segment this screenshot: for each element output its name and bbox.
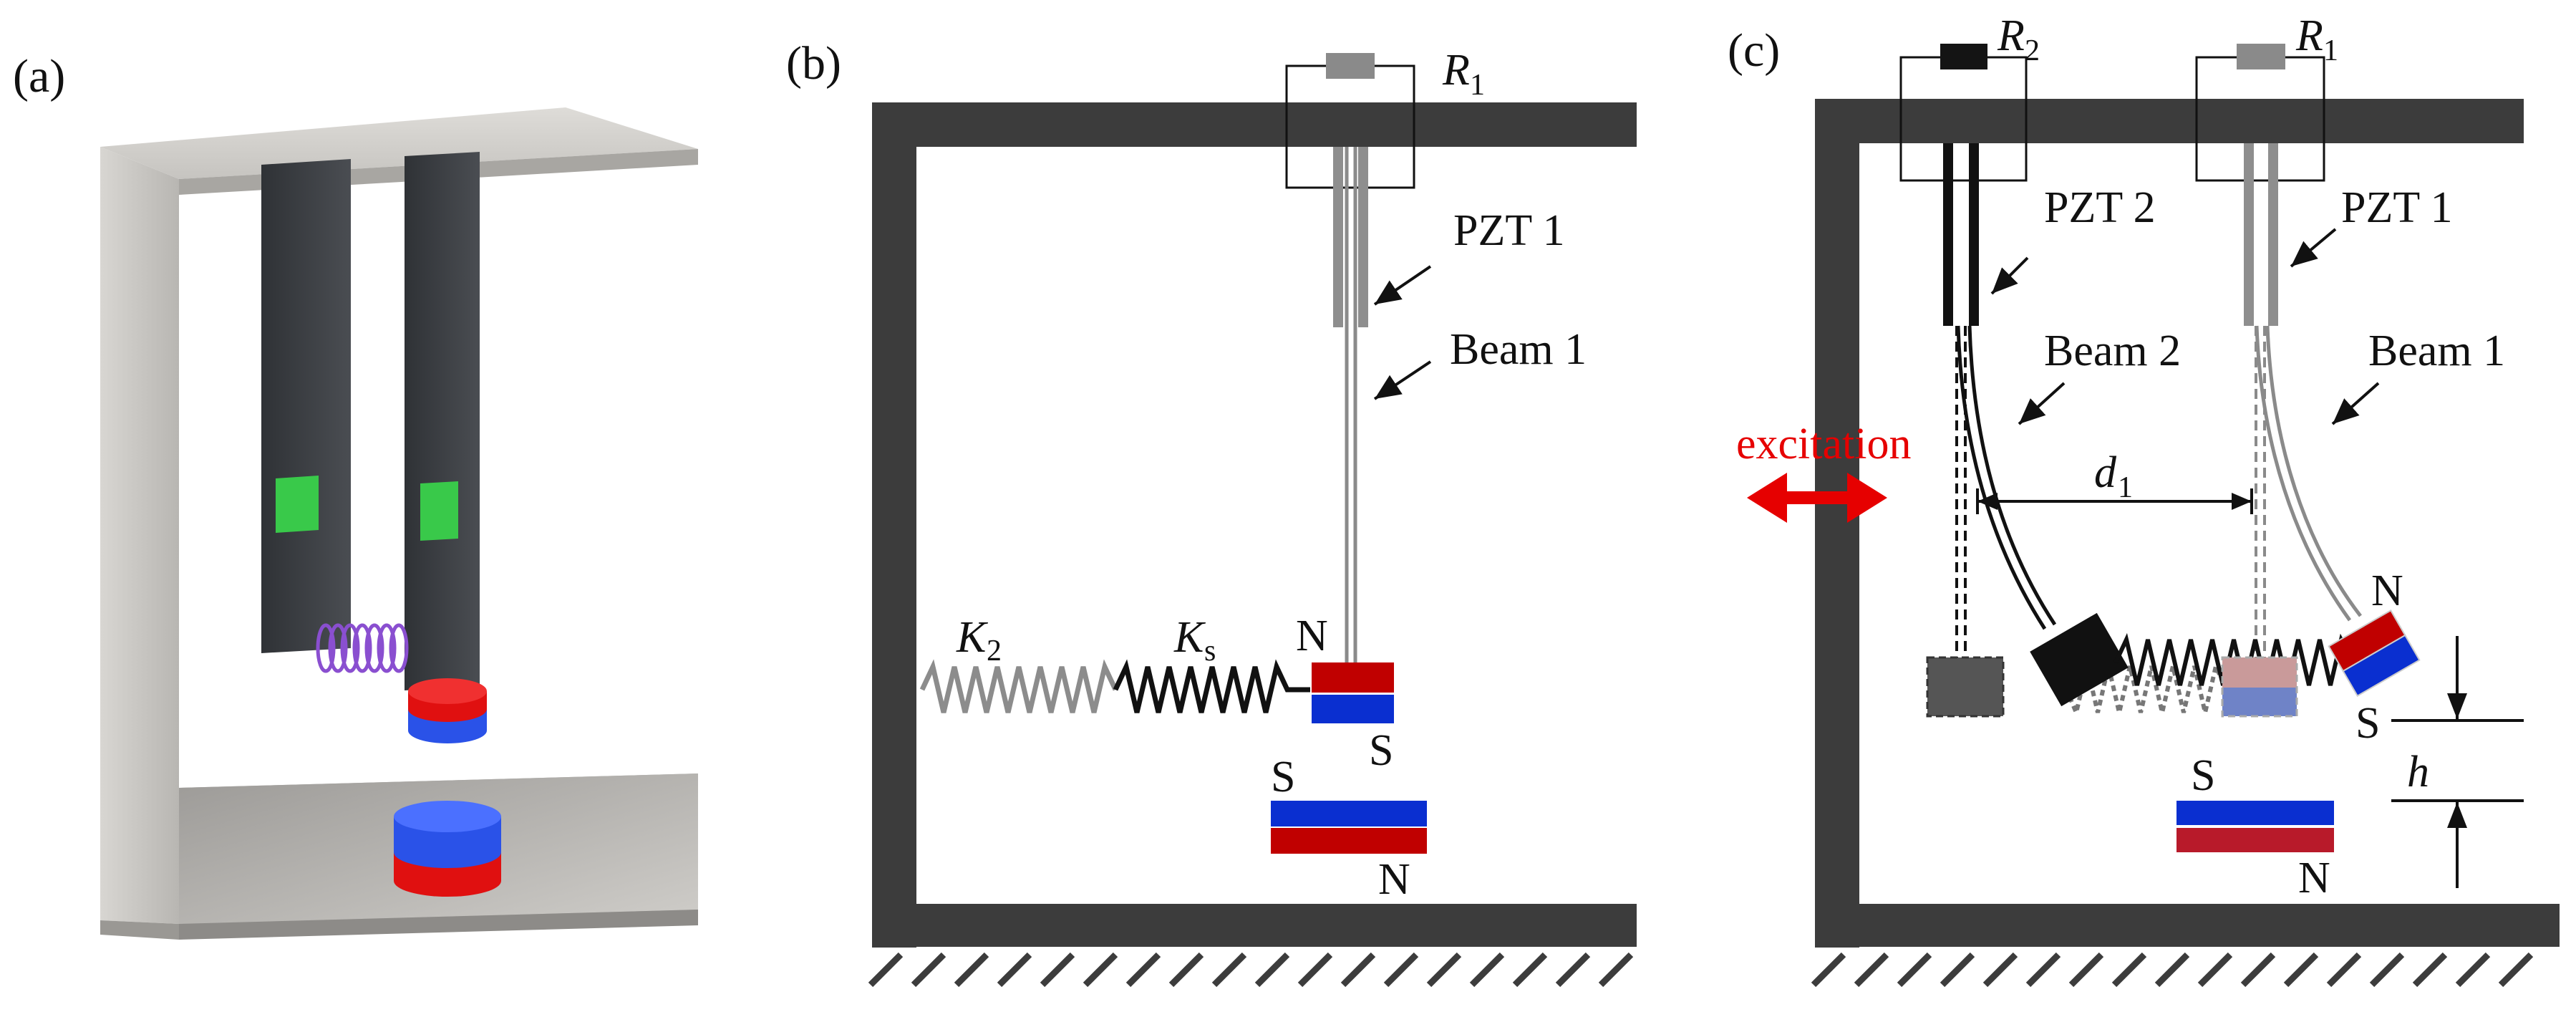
spring-rest-c	[2063, 659, 2227, 720]
frame-top-b	[872, 102, 1637, 147]
moving-magnet-s-b	[1312, 695, 1394, 723]
magnet-rest-s-c	[2222, 688, 2297, 716]
piezo-patch-1	[276, 476, 319, 533]
k2-letter: K	[956, 613, 989, 662]
pzt-1-label-c: PZT 1	[2341, 183, 2453, 232]
pzt-2-label-c: PZT 2	[2044, 183, 2156, 232]
ks-index: s	[1204, 635, 1216, 667]
r1-index-c: 1	[2323, 34, 2338, 67]
coil-spring-3d	[316, 623, 409, 673]
r1-index-b: 1	[1470, 69, 1485, 102]
tip-mass-deflected-c	[2030, 612, 2129, 707]
fixed-magnet-n-label-c: N	[2298, 854, 2330, 902]
d1-letter: d	[2094, 448, 2117, 497]
beam-1-3d	[261, 159, 351, 653]
h-label: h	[2407, 748, 2429, 796]
tip-magnet-3d	[408, 678, 487, 743]
support-top-plate	[100, 107, 698, 179]
moving-magnet-s-label-c: S	[2355, 699, 2380, 748]
excitation-arrow	[1747, 473, 1887, 523]
beam-2-deflected-c	[1956, 325, 2047, 630]
moving-magnet-n-label-b: N	[1296, 612, 1328, 660]
panel-a-label: (a)	[13, 50, 65, 102]
ks-letter: K	[1173, 613, 1206, 662]
tip-mass-rest-c	[1926, 656, 2005, 718]
pzt-2-c	[1943, 143, 1953, 326]
frame-left-b	[872, 102, 916, 948]
resistor-circuit-r1-c	[2195, 44, 2325, 182]
r2-letter-c: R	[1997, 11, 2025, 60]
d1-index: 1	[2118, 471, 2133, 504]
beam-2-label-c: Beam 2	[2044, 327, 2181, 375]
resistor-circuit-r2-c	[1899, 44, 2028, 182]
moving-magnet-n-b	[1312, 662, 1394, 693]
r2-index-c: 2	[2025, 34, 2040, 67]
fixed-magnet-s-c	[2176, 801, 2334, 825]
panel-b-schematic	[868, 53, 1637, 988]
beam-1-label-b: Beam 1	[1450, 325, 1587, 374]
fixed-magnet-s-label-c: S	[2191, 751, 2215, 800]
r1-letter-b: R	[1442, 46, 1470, 95]
frame-left-c	[1815, 99, 1859, 948]
spring-deflected-c	[2113, 632, 2354, 686]
panel-b-label: (b)	[786, 37, 841, 90]
base-magnet-3d	[394, 801, 501, 897]
spring-k2	[919, 659, 1118, 713]
moving-magnet-s-label-b: S	[1369, 726, 1393, 775]
spring-ks	[1113, 659, 1310, 713]
beam-2-3d	[405, 152, 480, 690]
r1-letter-c: R	[2295, 11, 2323, 60]
piezo-patch-2	[420, 481, 458, 541]
support-wall	[100, 147, 179, 924]
frame-top-c	[1815, 99, 2524, 143]
panel-c-schematic	[1747, 44, 2560, 988]
fixed-magnet-s-label-b: S	[1271, 753, 1295, 801]
panel-c-label: (c)	[1728, 24, 1780, 77]
frame-bottom-c	[1815, 904, 2560, 947]
pzt-1-b	[1333, 147, 1343, 327]
fixed-magnet-n-c	[2176, 828, 2334, 852]
ground-hatch-b	[868, 952, 1634, 988]
magnet-rest-n-c	[2222, 657, 2297, 688]
ground-hatch-c	[1811, 952, 2534, 988]
pzt-1-label-b: PZT 1	[1453, 206, 1565, 255]
fixed-magnet-s-b	[1271, 801, 1427, 826]
excitation-label: excitation	[1736, 420, 1911, 468]
moving-magnet-c	[2328, 609, 2421, 698]
fixed-magnet-n-label-b: N	[1378, 855, 1410, 904]
pzt-1-c	[2244, 143, 2254, 326]
beam-1-label-c: Beam 1	[2368, 327, 2505, 375]
frame-bottom-b	[872, 904, 1637, 947]
k2-index: 2	[987, 635, 1002, 667]
fixed-magnet-n-b	[1271, 828, 1427, 854]
beam-1-deflected-c	[2255, 325, 2352, 622]
moving-magnet-n-label-c: N	[2371, 567, 2403, 615]
panel-a-rendering	[100, 107, 698, 940]
